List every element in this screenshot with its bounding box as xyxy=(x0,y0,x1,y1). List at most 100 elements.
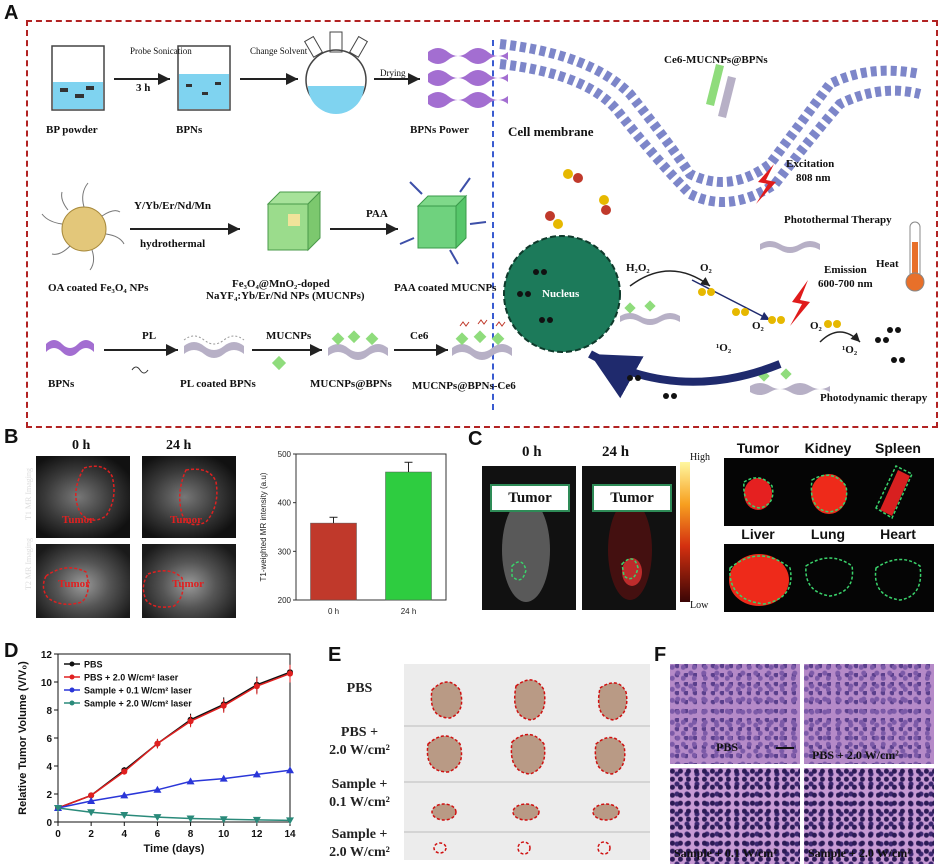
nayf4-label: NaYF₄:Yb/Er/Nd NPs (MUCNPs) xyxy=(206,290,365,302)
panel-letter-b: B xyxy=(4,426,19,448)
c-tumor-box-0h: Tumor xyxy=(490,484,570,512)
y-tick-label: 500 xyxy=(278,450,292,459)
histology-sample-high xyxy=(804,768,934,864)
panel-letter-c: C xyxy=(468,428,483,450)
o2-label-3: O₂ xyxy=(810,320,822,332)
data-point xyxy=(153,785,162,793)
drying-label: Drying xyxy=(380,68,406,78)
x-tick-label: 10 xyxy=(218,829,230,840)
o2-molecule-icon xyxy=(545,169,611,229)
data-point xyxy=(121,768,128,775)
y-tick-label: 10 xyxy=(41,678,53,689)
x-tick-label: 24 h xyxy=(401,607,417,616)
x-tick-label: 4 xyxy=(122,829,128,840)
e-label-pbs: PBS xyxy=(346,681,373,696)
data-point xyxy=(187,718,194,725)
organ-label-spleen: Spleen xyxy=(875,440,921,456)
singlet-oxygen-label-1: ¹O₂ xyxy=(716,342,732,354)
paa-label: PAA xyxy=(366,208,388,220)
plot-frame xyxy=(295,453,447,601)
b-time-0h: 0 h xyxy=(72,438,91,453)
x-tick-label: 8 xyxy=(188,829,194,840)
f-label-pbs-laser: PBS + 2.0 W/cm² xyxy=(812,748,899,762)
c-time-0h: 0 h xyxy=(522,444,542,460)
histology-pbs-laser xyxy=(804,664,934,764)
panel-letter-e: E xyxy=(328,644,342,666)
data-point xyxy=(186,815,195,823)
colorbar-low-label: Low xyxy=(690,600,709,611)
bpns-row3-label: BPNs xyxy=(48,378,75,390)
mucnps-label: MUCNPs xyxy=(266,330,312,342)
mucnps-bpns-ce6-label: MUCNPs@BPNs-Ce6 xyxy=(412,380,516,392)
oa-coated-label: OA coated Fe₃O₄ NPs xyxy=(48,282,149,294)
probe-sonication-label: Probe Sonication xyxy=(130,46,192,56)
y-axis-label: T1-weighted MR intensity (a.u) xyxy=(259,472,268,581)
ce6-mucnps-bpns-icon xyxy=(706,64,736,118)
panel-a-divider xyxy=(492,40,494,410)
emission-label: Emission xyxy=(824,264,867,276)
bp-nanosheet-icon xyxy=(428,48,508,108)
intensity-colorbar xyxy=(680,462,690,602)
panel-letter-a: A xyxy=(4,2,19,24)
b-tumor-label-4: Tumor xyxy=(172,578,204,590)
x-tick-label: 12 xyxy=(251,829,263,840)
data-point xyxy=(120,791,129,799)
f-label-pbs: PBS xyxy=(716,740,739,754)
x-tick-label: 0 xyxy=(55,829,61,840)
y-axis-label: Relative Tumor Volume (V/V₀) xyxy=(17,661,29,815)
mucnps-bpns-icon xyxy=(328,330,388,360)
legend-marker xyxy=(69,687,75,693)
lightning-icon xyxy=(790,280,810,326)
o2-label-1: O₂ xyxy=(700,262,712,274)
e-label-pbs-laser: PBS +2.0 W/cm² xyxy=(329,725,390,758)
t2-imaging-label: T2 MR Imaging xyxy=(24,538,33,590)
organ-label-kidney: Kidney xyxy=(804,440,852,456)
nucleus-icon xyxy=(503,235,621,353)
x-tick-label: 2 xyxy=(88,829,94,840)
excised-tumors xyxy=(404,679,650,855)
data-point xyxy=(220,702,227,709)
heat-label: Heat xyxy=(876,258,899,270)
bp-nanosheet-icon xyxy=(46,340,94,356)
series-line xyxy=(57,807,291,822)
legend-marker xyxy=(69,661,75,667)
e-label-sample-high: Sample +2.0 W/cm² xyxy=(329,827,390,860)
organ-label-lung: Lung xyxy=(810,526,846,542)
cell-membrane-label: Cell membrane xyxy=(508,124,594,139)
c-tumor-box-24h: Tumor xyxy=(592,484,672,512)
pl-coated-bpns-icon xyxy=(183,335,245,358)
bp-powder-label: BP powder xyxy=(46,124,98,136)
ce6-label: Ce6 xyxy=(410,330,429,342)
organ-label-tumor: Tumor xyxy=(736,440,780,456)
data-point xyxy=(286,817,294,825)
x-tick-label: 0 h xyxy=(328,607,339,616)
data-point xyxy=(252,816,261,824)
change-solvent-label: Change Solvent xyxy=(250,46,308,56)
y-tick-label: 0 xyxy=(46,818,52,829)
excitation-label: Excitation xyxy=(786,158,835,170)
h2o2-label: H₂O₂ xyxy=(626,262,650,274)
series-line xyxy=(57,769,291,809)
panel-a-frame xyxy=(26,20,938,428)
data-point xyxy=(253,683,260,690)
ce6-mucnps-bpns-label: Ce6-MUCNPs@BPNs xyxy=(664,54,768,66)
cell-membrane-icon xyxy=(499,39,922,207)
mri-t2-0h xyxy=(36,544,130,618)
mri-t2-24h xyxy=(142,544,236,618)
b-tumor-label-2: Tumor xyxy=(170,514,202,526)
t1-imaging-label: T1 MR Imaging xyxy=(24,468,33,520)
data-point xyxy=(120,812,129,819)
thermometer-icon xyxy=(905,221,925,292)
lightning-icon xyxy=(756,164,776,204)
f-label-sample-high: Sample + 2.0 W/cm² xyxy=(808,846,911,860)
bar xyxy=(310,522,357,601)
legend-label: Sample + 0.1 W/cm² laser xyxy=(84,686,192,696)
photothermal-label: Photothermal Therapy xyxy=(784,214,892,226)
bar xyxy=(385,471,432,601)
legend-label: PBS xyxy=(84,660,103,670)
flask-icon xyxy=(303,31,369,114)
legend-marker xyxy=(69,700,75,706)
c-time-24h: 24 h xyxy=(602,444,630,460)
